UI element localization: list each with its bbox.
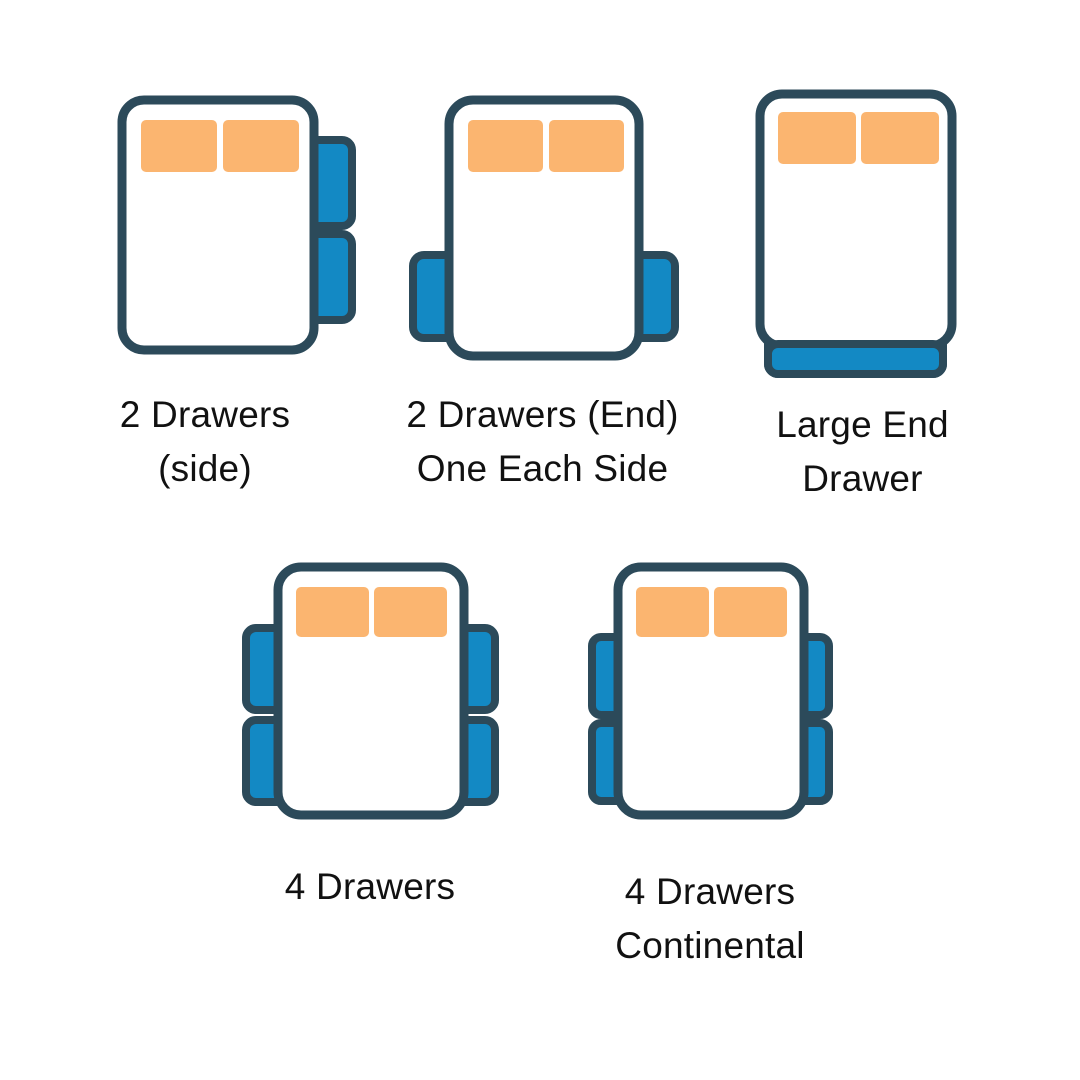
bed-option-large-end-drawer[interactable] — [748, 82, 973, 382]
pillow-left — [141, 120, 217, 172]
pillow-right — [223, 120, 299, 172]
bed-option-two-drawers-side[interactable] — [110, 88, 360, 368]
caption-large-end-drawer: Large End Drawer — [776, 404, 949, 499]
pillow-right — [374, 587, 447, 637]
caption-two-drawers-end: 2 Drawers (End) One Each Side — [406, 394, 679, 489]
pillow-left — [778, 112, 856, 164]
pillow-group — [141, 120, 299, 172]
drawer-foot-end-front[interactable] — [764, 340, 947, 378]
caption-four-drawers: 4 Drawers — [284, 866, 456, 907]
caption-two-drawers-side: 2 Drawers (side) — [119, 394, 291, 489]
caption-four-drawers-continental: 4 Drawers Continental — [615, 871, 805, 966]
pillow-right — [861, 112, 939, 164]
pillow-group — [636, 587, 787, 637]
pillow-group — [468, 120, 624, 172]
pillow-right — [714, 587, 787, 637]
pillow-left — [468, 120, 543, 172]
pillow-right — [549, 120, 624, 172]
bed-option-four-drawers-continental[interactable] — [578, 555, 843, 825]
pillow-left — [296, 587, 369, 637]
bed-option-two-drawers-end[interactable] — [405, 88, 680, 373]
pillow-group — [778, 112, 939, 164]
pillow-left — [636, 587, 709, 637]
pillow-group — [296, 587, 447, 637]
bed-option-four-drawers[interactable] — [238, 555, 503, 825]
